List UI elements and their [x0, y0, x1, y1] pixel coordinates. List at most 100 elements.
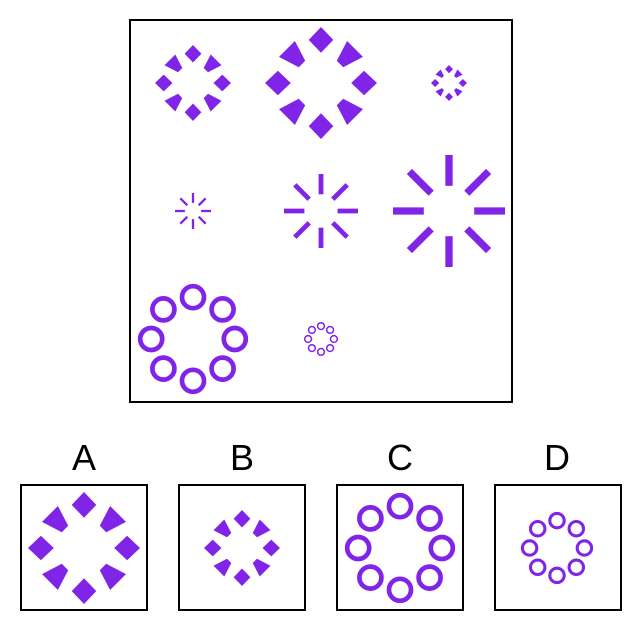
ring-circle: [528, 558, 547, 577]
star-petal: [336, 98, 363, 125]
option-b-label: B: [230, 437, 254, 478]
star-petal: [164, 54, 183, 73]
star-petal: [279, 98, 306, 125]
burst-ray: [406, 226, 434, 254]
star-petal: [336, 41, 363, 68]
ring-circle: [416, 505, 443, 532]
star-petal: [454, 88, 463, 97]
star-petal: [155, 74, 173, 92]
option-c-label: C: [387, 437, 413, 478]
burst-ray: [293, 183, 311, 201]
ring-circle: [567, 558, 586, 577]
star-petal: [252, 558, 271, 577]
ring-circle: [357, 564, 384, 591]
star-petal: [431, 79, 440, 87]
star-petal: [71, 578, 97, 604]
star-petal: [308, 113, 334, 139]
ring-circle: [179, 283, 207, 311]
ring-circle: [137, 325, 165, 353]
ring-circle: [325, 343, 335, 353]
option-b-figure: [204, 510, 280, 586]
ring-circle: [428, 534, 456, 562]
star-petal: [233, 510, 251, 528]
star-petal: [435, 69, 444, 78]
burst-ray: [179, 215, 189, 225]
ring-circle: [344, 534, 372, 562]
option-a-figure: [28, 492, 140, 604]
star-petal: [262, 539, 280, 557]
ring-circle: [329, 334, 339, 344]
ring-circle: [357, 505, 384, 532]
star-petal: [435, 88, 444, 97]
ring-circle: [307, 343, 317, 353]
ring-circle: [221, 325, 249, 353]
matrix-cell-2-2: [284, 174, 358, 248]
star-petal: [308, 27, 334, 53]
option-b[interactable]: B: [178, 437, 306, 611]
star-petal: [164, 93, 183, 112]
ring-circle: [179, 367, 207, 395]
ring-circle: [316, 321, 326, 331]
matrix-cell-3-2: [303, 321, 339, 357]
ring-circle: [303, 334, 313, 344]
matrix-frame: [129, 19, 513, 403]
star-petal: [99, 563, 126, 590]
star-petal: [454, 69, 463, 78]
option-c-box[interactable]: [336, 484, 464, 611]
option-a-label: A: [72, 437, 96, 478]
star-petal: [42, 563, 69, 590]
option-c-figure: [344, 492, 456, 604]
matrix-cell-2-3: [393, 155, 505, 267]
star-petal: [184, 103, 202, 121]
matrix-cell-1-1: [155, 45, 231, 121]
option-a-box[interactable]: [20, 484, 148, 611]
ring-circle: [548, 511, 566, 530]
ring-circle: [150, 296, 177, 323]
ring-circle: [386, 492, 414, 520]
ring-circle: [209, 355, 236, 382]
ring-circle: [325, 325, 335, 335]
answer-options: A B C D: [20, 437, 622, 611]
star-petal: [265, 70, 291, 96]
option-d-figure: [520, 511, 594, 585]
star-petal: [252, 519, 271, 538]
star-petal: [351, 70, 377, 96]
burst-ray: [197, 215, 207, 225]
star-petal: [445, 65, 453, 74]
ring-circle: [567, 519, 586, 538]
matrix-cell-1-3: [431, 65, 467, 101]
burst-ray: [406, 168, 434, 196]
ring-circle: [316, 347, 326, 357]
ring-circle: [386, 576, 414, 604]
option-a[interactable]: A: [20, 437, 148, 611]
star-petal: [203, 54, 222, 73]
option-b-box[interactable]: [178, 484, 306, 611]
ring-circle: [307, 325, 317, 335]
burst-ray: [464, 226, 492, 254]
star-petal: [213, 519, 232, 538]
ring-circle: [416, 564, 443, 591]
ring-circle: [548, 566, 566, 585]
star-petal: [204, 539, 222, 557]
star-petal: [99, 506, 126, 533]
star-petal: [213, 558, 232, 577]
ring-circle: [150, 355, 177, 382]
star-petal: [213, 74, 231, 92]
option-d[interactable]: D: [494, 437, 622, 611]
star-petal: [458, 79, 467, 87]
star-petal: [203, 93, 222, 112]
matrix-grid: [137, 27, 505, 395]
option-c[interactable]: C: [336, 437, 464, 611]
matrix-cell-1-2: [265, 27, 377, 139]
ring-circle: [528, 519, 547, 538]
star-petal: [279, 41, 306, 68]
burst-ray: [179, 197, 189, 207]
star-petal: [184, 45, 202, 63]
ring-circle: [520, 539, 539, 557]
star-petal: [445, 92, 453, 101]
star-petal: [233, 568, 251, 586]
burst-ray: [293, 221, 311, 239]
option-d-label: D: [544, 437, 570, 478]
option-d-box[interactable]: [494, 484, 622, 611]
